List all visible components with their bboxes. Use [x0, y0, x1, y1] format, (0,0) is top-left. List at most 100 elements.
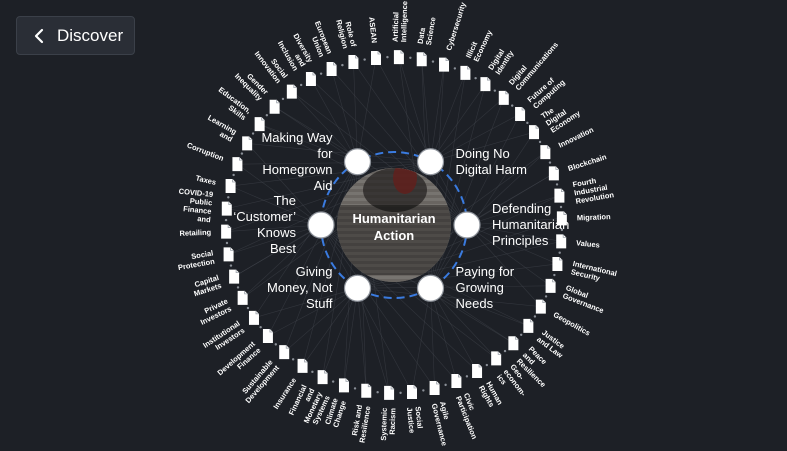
topic-label: Social: [413, 406, 424, 429]
document-icon: [326, 62, 337, 77]
topic-link: [320, 224, 413, 393]
ring-dot: [331, 380, 335, 383]
topic-link: [357, 287, 541, 307]
topic-link: [259, 123, 358, 163]
topic-link: [375, 57, 468, 226]
topic-label: and: [197, 214, 212, 224]
topic-node[interactable]: Retailing: [179, 218, 232, 239]
ring-dot: [376, 391, 379, 394]
topic-link: [357, 285, 551, 289]
document-icon: [279, 345, 290, 360]
topic-label: Blockchain: [567, 152, 608, 173]
topic-link: [430, 83, 486, 162]
document-icon: [540, 145, 551, 160]
ring-dot: [224, 218, 228, 222]
document-icon: [515, 106, 526, 121]
document-icon: [262, 329, 273, 344]
document-icon: [545, 278, 556, 293]
document-icon: [460, 65, 471, 80]
document-icon: [317, 370, 328, 385]
topic-link: [466, 224, 558, 265]
ring-dot: [311, 370, 314, 374]
document-icon: [242, 136, 253, 151]
ring-dot: [519, 333, 523, 336]
ring-dot: [533, 315, 537, 318]
document-icon: [451, 373, 462, 388]
topic-node[interactable]: Migration: [556, 211, 611, 232]
topic-node[interactable]: Values: [556, 234, 600, 254]
document-icon: [556, 211, 567, 226]
topic-link: [466, 224, 551, 287]
document-icon: [237, 290, 248, 305]
topic-link: [233, 224, 322, 277]
topic-link: [284, 287, 358, 353]
ring-dot: [299, 83, 303, 87]
topic-label: Finance: [183, 204, 212, 216]
topic-link: [291, 91, 358, 162]
topic-link: [430, 288, 457, 382]
topic-link: [421, 59, 431, 162]
topic-link: [466, 173, 555, 226]
center-image: [337, 168, 451, 282]
topic-link: [246, 143, 322, 226]
topic-node[interactable]: ASEAN: [367, 16, 389, 65]
document-icon: [472, 364, 483, 379]
back-button[interactable]: Discover: [16, 16, 135, 55]
topic-link: [274, 106, 358, 163]
topic-label: Taxes: [195, 173, 217, 187]
ring-dot: [544, 295, 548, 298]
key-issue-label: Principles: [492, 233, 549, 248]
ring-dot: [548, 161, 552, 164]
topic-link: [310, 78, 358, 162]
key-issue-label: Stuff: [306, 296, 333, 311]
topic-link: [466, 151, 546, 226]
topic-label: Fourth: [572, 176, 597, 189]
topic-link: [253, 161, 358, 318]
ring-dot: [281, 97, 285, 101]
ring-dot: [558, 251, 561, 254]
key-issue-label: Knows: [257, 225, 297, 240]
topic-link: [230, 161, 431, 187]
topic-label: Intelligence: [399, 1, 409, 43]
topic-link: [430, 288, 478, 372]
key-issue-label: Homegrown: [262, 162, 332, 177]
ring-dot: [251, 132, 255, 135]
ring-dot: [319, 72, 323, 75]
topic-label: Corruption: [186, 140, 226, 163]
topic-link: [430, 131, 535, 163]
document-icon: [269, 99, 280, 114]
topic-link: [398, 56, 431, 162]
key-issue-label: Humanitarian: [492, 217, 569, 232]
ring-dot: [503, 349, 507, 353]
ring-dot: [409, 56, 412, 59]
topic-link: [322, 288, 358, 378]
topic-node[interactable]: Corruption: [186, 140, 244, 172]
ring-dot: [553, 273, 556, 277]
topic-node[interactable]: Cybersecurity: [439, 0, 468, 72]
topic-link: [237, 163, 322, 226]
document-icon: [297, 358, 308, 373]
